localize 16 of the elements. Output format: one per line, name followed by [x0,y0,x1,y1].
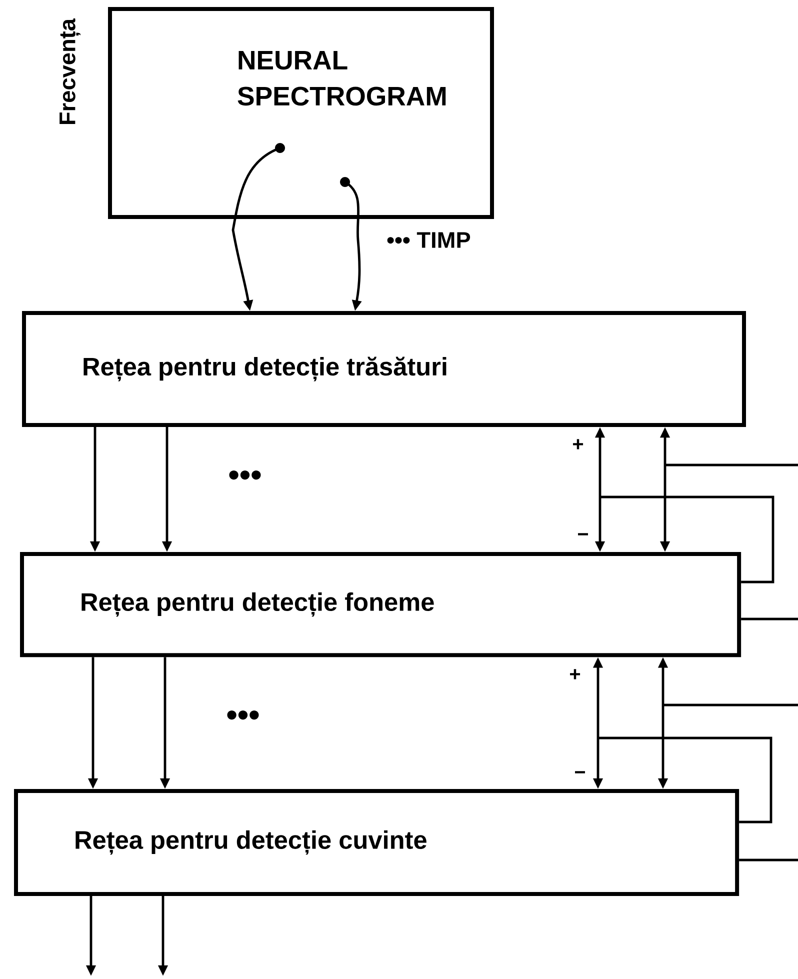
network-box: Rețea pentru detecție trăsături [22,311,746,427]
ellipsis: ••• [229,470,261,480]
feedback-line [600,496,774,584]
output-line [739,858,798,862]
axis-label: ••• TIMP [387,232,470,248]
sign-label: + [570,669,580,680]
output-line [741,618,798,620]
network-box: Rețea pentru detecție foneme [20,552,742,658]
feedback-line [598,736,772,824]
sign-label: + [573,439,584,450]
network-box: Rețea pentru detecție cuvinte [14,789,740,896]
spectrogram-box: NEURAL SPECTROGRAM [108,7,494,219]
sign-label: − [578,533,588,536]
sign-label: − [575,771,586,774]
ellipsis: ••• [227,710,259,720]
axis-label: Frecvența [60,18,80,124]
